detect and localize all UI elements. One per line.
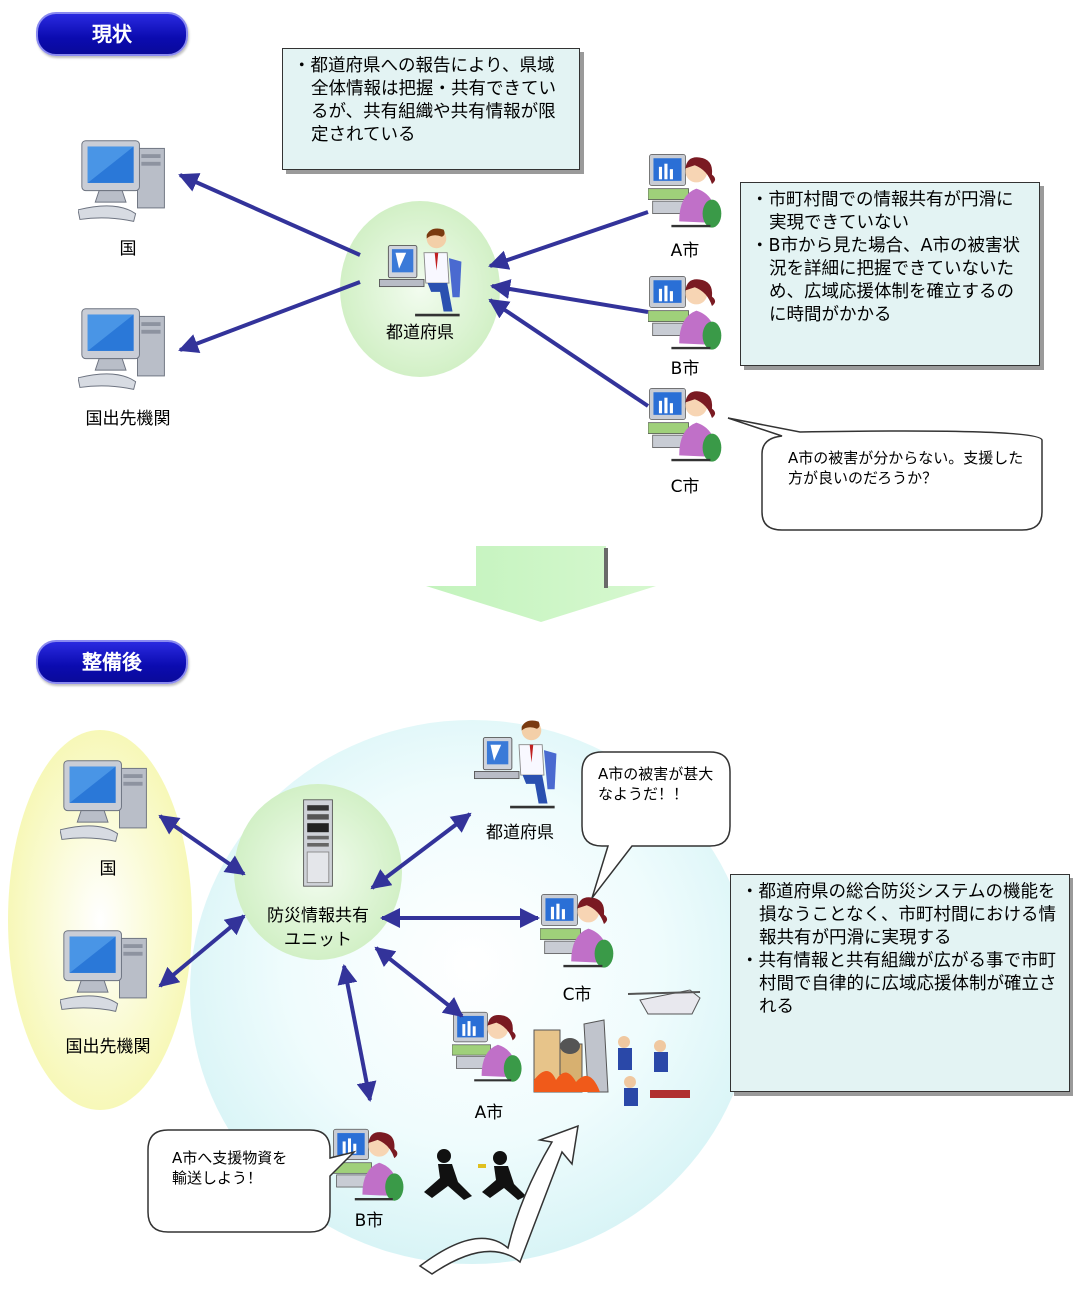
bubble-c-after-text: A市の被害が甚大なようだ！！ xyxy=(598,765,714,803)
disaster-building-icon xyxy=(533,1019,609,1093)
after-arrows xyxy=(158,812,540,1102)
label-kuni-branch-before: 国出先機関 xyxy=(85,409,171,429)
arrow-kuni-unit xyxy=(158,814,246,876)
city-b-staff-icon xyxy=(648,275,723,351)
label-city-a-after: A市 xyxy=(474,1103,504,1123)
kuni-computer-icon xyxy=(78,140,165,222)
note-before-right: 市町村間での情報共有が円滑に実現できていない B市から見た場合、A市の被害状況を… xyxy=(740,182,1040,366)
bubble-c-before-text: A市の被害が分からない。支援した方が良いのだろうか？ xyxy=(788,449,1024,487)
arrow-pref-to-branch xyxy=(178,280,361,353)
arrow-branch-unit xyxy=(158,914,246,988)
label-city-c-before: C市 xyxy=(670,477,700,497)
label-prefecture-after: 都道府県 xyxy=(486,823,554,843)
arrow-unit-b xyxy=(337,964,377,1102)
label-sharing-unit-line1: 防災情報共有 xyxy=(267,906,369,926)
section-heading-before: 現状 xyxy=(36,12,188,56)
bubble-b-after-text: A市へ支援物資を輸送しよう！ xyxy=(172,1149,288,1187)
note-after-right: 都道府県の総合防災システムの機能を損なうことなく、市町村間における情報共有が円滑… xyxy=(730,874,1070,1092)
note-after-right-item-2: 共有情報と共有組織が広がる事で市町村間で自律的に広域応援体制が確立される xyxy=(741,950,1059,1019)
arrow-c-to-pref xyxy=(488,298,650,408)
city-c-staff-icon xyxy=(648,387,723,463)
note-before-top: 都道府県への報告により、県域全体情報は把握・共有できているが、共有組織や共有情報… xyxy=(282,48,580,170)
prefecture-zone xyxy=(340,201,500,377)
arrow-unit-pref xyxy=(370,812,472,890)
label-sharing-unit: 防災情報共有 ユニット xyxy=(248,904,388,952)
label-city-b-after: B市 xyxy=(354,1211,384,1231)
label-kuni-after: 国 xyxy=(99,859,117,879)
note-before-right-item-1: 市町村間での情報共有が円滑に実現できていない xyxy=(751,189,1029,235)
bubble-c-after-shape xyxy=(581,751,731,899)
section-heading-after: 整備後 xyxy=(36,640,188,684)
label-city-a-before: A市 xyxy=(670,241,700,261)
kuni-branch-computer-icon xyxy=(78,308,165,390)
arrow-b-to-pref xyxy=(490,279,649,314)
label-city-c-after: C市 xyxy=(562,985,592,1005)
transition-arrow xyxy=(426,546,656,622)
label-prefecture-before: 都道府県 xyxy=(386,323,454,343)
note-after-right-item-1: 都道府県の総合防災システムの機能を損なうことなく、市町村間における情報共有が円滑… xyxy=(741,881,1059,950)
arrow-pref-to-kuni xyxy=(178,173,361,257)
rescue-team-icon xyxy=(618,989,701,1106)
bubble-b-after-shape xyxy=(147,1129,357,1233)
support-flow-arrow xyxy=(418,1124,579,1275)
sharing-unit-server-icon xyxy=(303,799,333,887)
label-kuni-before: 国 xyxy=(119,239,137,259)
label-kuni-branch-after: 国出先機関 xyxy=(65,1037,151,1057)
arrow-unit-a xyxy=(374,946,464,1018)
bubble-c-before-shape xyxy=(727,417,1043,531)
arrow-a-to-pref xyxy=(488,210,649,270)
city-a-staff-icon xyxy=(648,153,723,229)
label-city-b-before: B市 xyxy=(670,359,700,379)
before-arrows xyxy=(178,173,650,408)
label-sharing-unit-line2: ユニット xyxy=(284,930,352,950)
note-before-right-item-2: B市から見た場合、A市の被害状況を詳細に把握できていないため、広域応援体制を確立… xyxy=(751,235,1029,327)
note-before-top-item: 都道府県への報告により、県域全体情報は把握・共有できているが、共有組織や共有情報… xyxy=(293,55,569,147)
runner-relay-icon xyxy=(424,1149,526,1200)
